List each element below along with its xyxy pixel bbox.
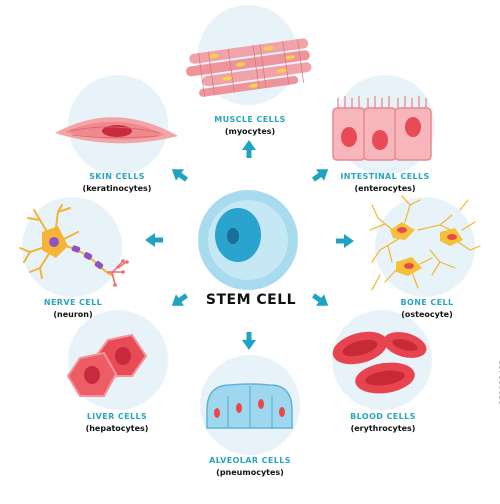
skin-cells-label: SKIN CELLS (keratinocytes)	[62, 171, 172, 195]
bone-cell-sub: (osteocyte)	[401, 310, 453, 319]
skin-cells-name: SKIN CELLS	[89, 172, 145, 181]
stem-cell-label: STEM CELL	[205, 292, 297, 308]
bone-cell-name: BONE CELL	[400, 298, 454, 307]
blood-cells-sub: (erythrocytes)	[350, 424, 416, 433]
stem-cell	[198, 190, 298, 290]
alveolar-cells-illustration	[206, 383, 293, 429]
liver-cells-sub: (hepatocytes)	[85, 424, 149, 433]
nerve-bubble	[22, 197, 122, 297]
nerve-cell-sub: (neuron)	[53, 310, 93, 319]
muscle-cells-label: MUSCLE CELLS (myocytes)	[195, 114, 305, 138]
alveolar-cells-sub: (pneumocytes)	[216, 468, 284, 477]
liver-cells-name: LIVER CELLS	[86, 412, 148, 421]
blood-cells-name: BLOOD CELLS	[350, 412, 416, 421]
liver-cells-illustration	[66, 333, 148, 397]
arrow-to-nerve	[145, 233, 163, 247]
alveolar-cells-name: ALVEOLAR CELLS	[209, 456, 291, 465]
stem-cell-nucleolus	[227, 228, 239, 244]
liver-cells-label: LIVER CELLS (hepatocytes)	[62, 411, 172, 435]
intestinal-cells-sub: (enterocytes)	[354, 184, 416, 193]
arrow-to-liver	[171, 293, 188, 306]
bone-bubble	[375, 197, 475, 297]
blood-cells-illustration	[332, 331, 427, 394]
bone-cell-illustration	[369, 195, 481, 291]
bone-cell-label: BONE CELL (osteocyte)	[372, 297, 482, 321]
skin-cells-sub: (keratinocytes)	[82, 184, 152, 193]
nerve-cell-label: NERVE CELL (neuron)	[18, 297, 128, 321]
arrow-to-muscle	[242, 140, 256, 158]
alveolar-cells-label: ALVEOLAR CELLS (pneumocytes)	[190, 455, 310, 479]
arrows	[145, 140, 354, 350]
intestinal-cells-label: INTESTINAL CELLS (enterocytes)	[325, 171, 445, 195]
intestinal-cells-name: INTESTINAL CELLS	[340, 172, 430, 181]
arrow-to-alveolar	[242, 332, 256, 350]
arrow-to-skin	[171, 169, 188, 182]
intestinal-cells-illustration	[332, 96, 432, 161]
blood-cells-label: BLOOD CELLS (erythrocytes)	[328, 411, 438, 435]
skin-cell-illustration	[55, 117, 178, 144]
muscle-cells-name: MUSCLE CELLS	[214, 115, 286, 124]
arrow-to-bone	[336, 234, 354, 248]
muscle-cells-illustration	[186, 38, 312, 97]
arrow-to-blood	[312, 293, 329, 306]
arrow-to-intestinal	[312, 169, 329, 182]
nerve-cell-illustration	[19, 204, 129, 287]
muscle-cells-sub: (myocytes)	[224, 127, 276, 136]
nerve-cell-name: NERVE CELL	[43, 298, 103, 307]
